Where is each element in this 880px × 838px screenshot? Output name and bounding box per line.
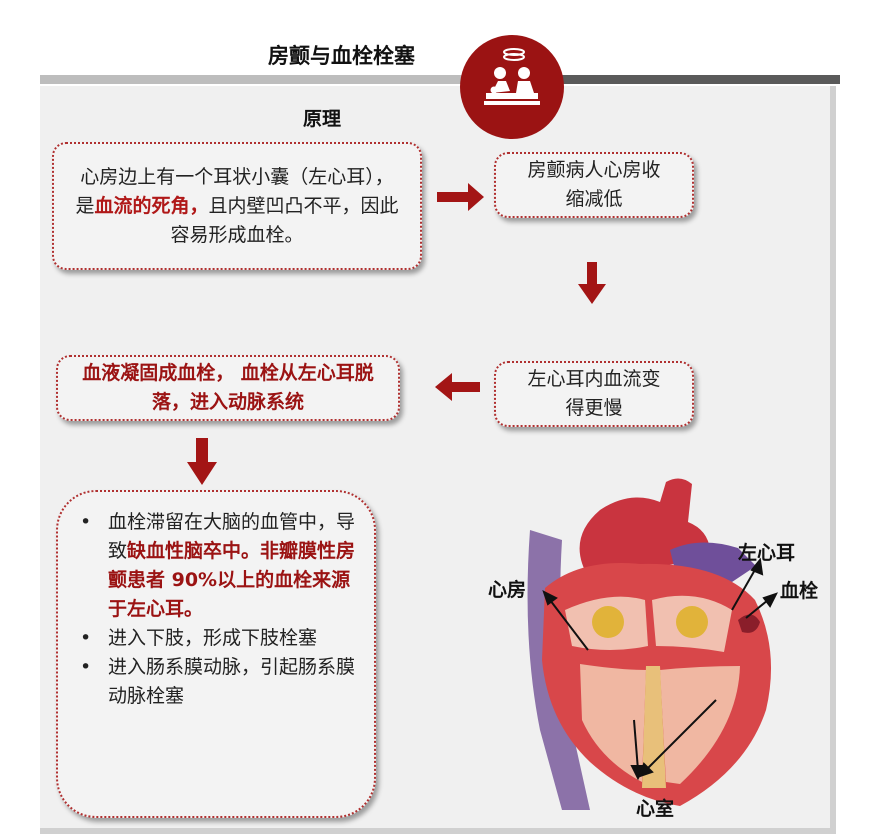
list-item: 进入下肢，形成下肢栓塞 xyxy=(80,624,358,653)
arrow-down-right xyxy=(578,262,606,304)
ear-pouch-highlight: 血流的死角， xyxy=(94,194,209,217)
consequence-text: 血栓滞留在大脑的血管中，导致 xyxy=(108,511,356,562)
label-ventricle: 心室 xyxy=(636,798,675,820)
ear-pouch-text-end: 且内壁凹凸不平，因此容易形成血栓。 xyxy=(170,194,399,246)
ear-pouch-box: 心房边上有一个耳状小囊（左心耳），是血流的死角，且内壁凹凸不平，因此容易形成血栓… xyxy=(52,142,422,270)
doctor-patient-icon xyxy=(484,48,540,105)
atrial-contraction-text: 房颤病人心房收缩减低 xyxy=(527,159,661,210)
slower-flow-box: 左心耳内血流变得更慢 xyxy=(494,361,694,427)
section-title: 原理 xyxy=(303,108,342,130)
ear-pouch-text: 心房边上有一个耳状小囊（左心耳），是 xyxy=(75,165,394,217)
badge xyxy=(460,35,564,139)
arrow-left xyxy=(435,373,480,401)
label-thrombus: 血栓 xyxy=(780,580,819,602)
label-atrium: 心房 xyxy=(488,579,527,601)
header-bar-left xyxy=(40,75,480,84)
page-title: 房颤与血栓栓塞 xyxy=(268,44,415,68)
slower-flow-text: 左心耳内血流变得更慢 xyxy=(527,368,661,419)
list-item: 血栓滞留在大脑的血管中，导致缺血性脑卒中。非瓣膜性房颤患者 90%以上的血栓来源… xyxy=(80,508,358,624)
atrial-contraction-box: 房颤病人心房收缩减低 xyxy=(494,152,694,218)
clot-detach-text: 血液凝固成血栓， 血栓从左心耳脱落，进入动脉系统 xyxy=(82,362,374,413)
arrow-down-left xyxy=(187,438,217,485)
header-bar-right xyxy=(548,75,840,84)
list-item: 进入肠系膜动脉，引起肠系膜动脉栓塞 xyxy=(80,653,358,711)
consequences-box: 血栓滞留在大脑的血管中，导致缺血性脑卒中。非瓣膜性房颤患者 90%以上的血栓来源… xyxy=(56,490,376,818)
arrow-right xyxy=(437,183,484,211)
clot-detach-box: 血液凝固成血栓， 血栓从左心耳脱落，进入动脉系统 xyxy=(56,355,400,421)
consequence-highlight: 缺血性脑卒中。非瓣膜性房颤患者 90%以上的血栓来源于左心耳。 xyxy=(108,540,356,620)
heart-illustration xyxy=(527,478,778,810)
label-left-atrial-appendage: 左心耳 xyxy=(738,542,796,564)
